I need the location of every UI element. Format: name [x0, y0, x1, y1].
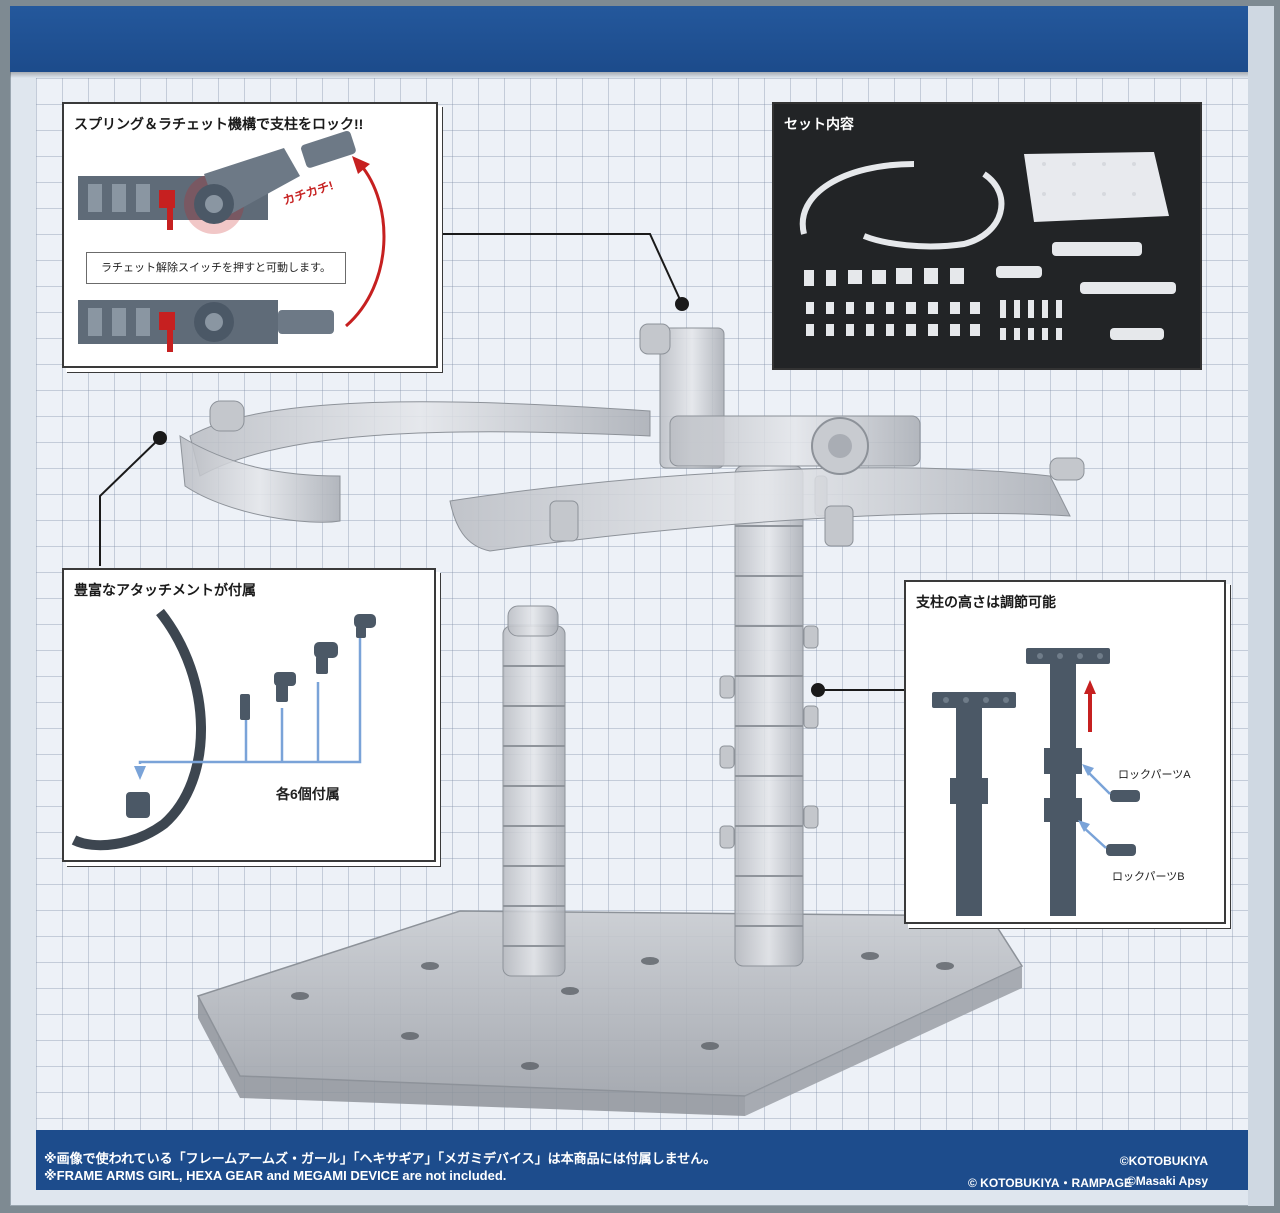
- ring-arm: [179, 323, 1085, 552]
- up-arrow: [1084, 680, 1096, 732]
- lock-part-a-label: ロックパーツA: [1118, 769, 1191, 781]
- leader-lines: [99, 233, 905, 697]
- attachment-count-label: 各6個付属: [276, 786, 340, 802]
- attachments-diagram: [71, 608, 376, 851]
- column-left: [932, 692, 1016, 916]
- attachment-parts: [240, 614, 376, 720]
- ratchet-arm-lower: [78, 300, 334, 352]
- copyright-apsy: ©Masaki Apsy: [1126, 1174, 1208, 1188]
- height-panel: 支柱の高さは調節可能: [904, 580, 1226, 924]
- copyright-kotobukiya: ©KOTOBUKIYA: [1119, 1154, 1208, 1168]
- ratchet-panel-title: スプリング＆ラチェット機構で支柱をロック!!: [74, 116, 364, 132]
- footer-note-en: ※FRAME ARMS GIRL, HEXA GEAR and MEGAMI D…: [44, 1168, 507, 1183]
- contents-panel-title: セット内容: [784, 116, 854, 132]
- column-right: [1026, 648, 1110, 916]
- height-diagram: [932, 648, 1140, 916]
- contents-panel: セット内容: [772, 102, 1202, 370]
- ratchet-arm-upper: [78, 130, 356, 234]
- lock-parts: [1106, 790, 1140, 856]
- copyright-rampage: © KOTOBUKIYA・RAMPAGE: [968, 1176, 1132, 1190]
- ratchet-diagram: [78, 130, 386, 352]
- stand-illustration: [99, 233, 1085, 1116]
- footer-note-jp: ※画像で使われている「フレームアームズ・ガール」「ヘキサギア」「メガミデバイス」…: [44, 1151, 717, 1166]
- lock-part-b-label: ロックパーツB: [1112, 871, 1185, 883]
- rotation-arrow: [345, 163, 386, 328]
- base-plate: [196, 910, 1024, 1116]
- tall-column: [719, 465, 828, 967]
- bottom-band: ※画像で使われている「フレームアームズ・ガール」「ヘキサギア」「メガミデバイス」…: [36, 1130, 1248, 1190]
- ratchet-panel: スプリング＆ラチェット機構で支柱をロック!!: [62, 102, 438, 368]
- height-panel-title: 支柱の高さは調節可能: [916, 594, 1056, 610]
- top-band: [10, 6, 1274, 78]
- ring-arc: [71, 608, 206, 851]
- ratchet-release-note: ラチェット解除スイッチを押すと可動します。: [86, 252, 346, 284]
- short-column: [502, 605, 566, 977]
- contents-parts: [799, 152, 1176, 340]
- side-strip: [1248, 6, 1274, 1206]
- attachments-panel: 豊富なアタッチメントが付属 各6個付属: [62, 568, 436, 862]
- attachments-panel-title: 豊富なアタッチメントが付属: [74, 582, 256, 598]
- box-back: スプリング＆ラチェット機構で支柱をロック!!: [10, 6, 1274, 1206]
